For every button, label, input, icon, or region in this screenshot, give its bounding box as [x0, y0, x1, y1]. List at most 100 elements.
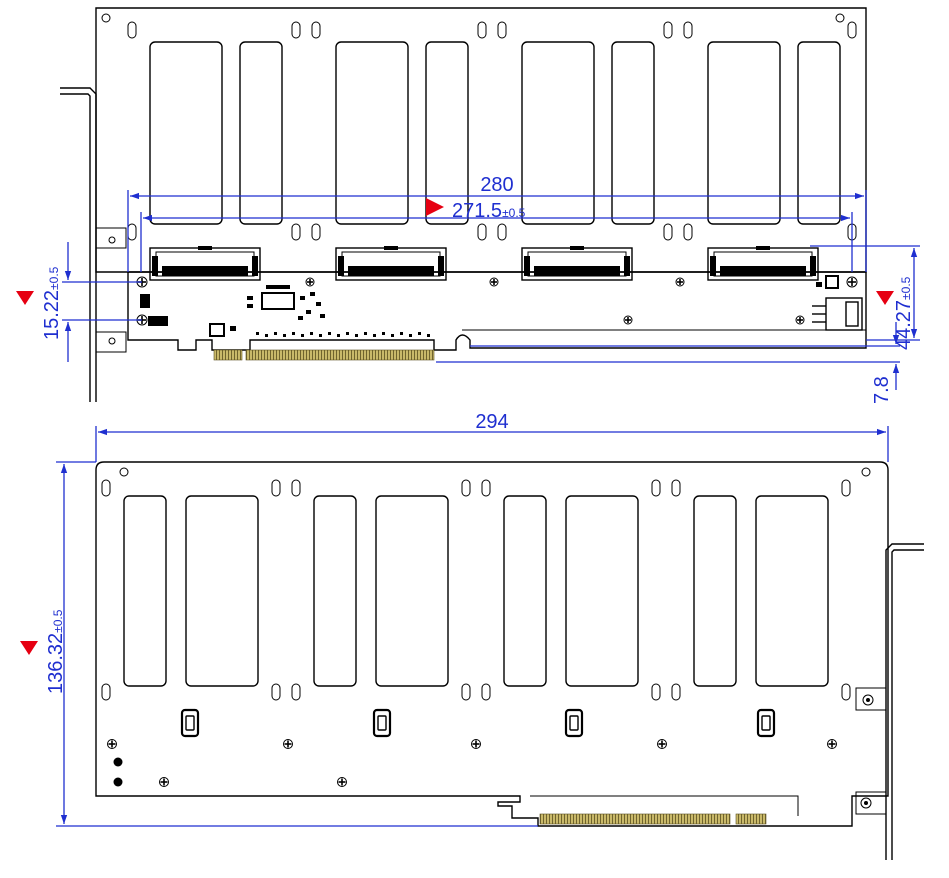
pad [409, 334, 412, 337]
top-screw [795, 315, 805, 325]
top-fin-large [521, 41, 595, 225]
m2-connector [707, 246, 819, 281]
bottom-oval-slot [291, 479, 301, 497]
bottom-fin-large [375, 495, 449, 687]
bottom-oval-slot [651, 479, 661, 497]
top-components [140, 275, 863, 337]
latch [564, 708, 584, 738]
bottom-oval-slot [481, 683, 491, 701]
top-screw [305, 277, 315, 287]
bottom-oval-slot [101, 683, 111, 701]
red-marker-left-bottom [20, 641, 38, 655]
bottom-view: 294 [20, 411, 924, 860]
top-oval-slot [291, 223, 301, 241]
svg-text:15.22±0.5: 15.22±0.5 [41, 266, 63, 340]
top-oval-slot [497, 223, 507, 241]
top-pad-row [256, 332, 430, 337]
top-oval-slot [663, 21, 673, 39]
top-oval-slot [477, 21, 487, 39]
red-marker-top-center [426, 198, 444, 216]
pad [274, 332, 277, 335]
bottom-oval-slot [461, 683, 471, 701]
pad [283, 334, 286, 337]
m2-connector [335, 246, 447, 281]
bottom-screw [107, 739, 117, 749]
bottom-fin-large [565, 495, 639, 687]
dim-280: 280 [127, 174, 867, 272]
dim-15-22-tolerance: ±0.5 [47, 266, 61, 290]
bottom-screw [827, 739, 837, 749]
dim-15-22-label: 15.22 [41, 290, 63, 340]
top-oval-slot [127, 223, 137, 241]
pad [265, 334, 268, 337]
top-heatsink-outline [95, 7, 867, 273]
dim-7-8-label: 7.8 [871, 376, 893, 404]
top-screw [846, 276, 858, 288]
bottom-oval-slot [461, 479, 471, 497]
bottom-fin-large [185, 495, 259, 687]
top-oval-slot [497, 21, 507, 39]
top-oval-slot [683, 21, 693, 39]
top-fin-large [335, 41, 409, 225]
top-oval-slot [291, 21, 301, 39]
bottom-oval-slot [271, 683, 281, 701]
bottom-gold-fingers-long [539, 813, 731, 825]
top-heatsink-fins [149, 41, 841, 225]
top-bracket [60, 87, 127, 402]
bottom-screw [657, 739, 667, 749]
red-marker-right [876, 291, 894, 305]
dim-294-label: 294 [475, 411, 508, 433]
top-oval-slot [847, 21, 857, 39]
dim-280-label: 280 [480, 174, 513, 196]
m2-connector [149, 246, 261, 281]
bottom-fin-large [755, 495, 829, 687]
top-gold-fingers-short [213, 349, 243, 361]
pad [301, 334, 304, 337]
bottom-board-outline [95, 461, 889, 827]
pad [418, 332, 421, 335]
bottom-screws [107, 739, 837, 787]
svg-text:271.5±0.5: 271.5±0.5 [452, 200, 526, 222]
pad [373, 334, 376, 337]
top-screw [489, 277, 499, 287]
pad [310, 332, 313, 335]
pad [337, 334, 340, 337]
bottom-fin-small [313, 495, 357, 687]
top-oval-slot [127, 21, 137, 39]
top-screw [623, 315, 633, 325]
svg-text:136.32±0.5: 136.32±0.5 [45, 609, 67, 694]
top-oval-slot [477, 223, 487, 241]
dim-294: 294 [95, 411, 889, 462]
dim-136-32-tolerance: ±0.5 [51, 609, 65, 633]
bottom-oval-slot [671, 683, 681, 701]
bottom-oval-slot [101, 479, 111, 497]
bottom-oval-slot [651, 683, 661, 701]
top-oval-slot [683, 223, 693, 241]
dim-271-5: 271.5±0.5 [140, 198, 853, 272]
bottom-screw [471, 739, 481, 749]
bottom-oval-slot [671, 479, 681, 497]
pad [364, 332, 367, 335]
dim-271-5-label: 271.5 [452, 200, 502, 222]
pad [382, 332, 385, 335]
dim-136-32: 136.32±0.5 [20, 461, 538, 827]
pad [292, 332, 295, 335]
bottom-oval-slots [101, 479, 851, 701]
bottom-fin-small [123, 495, 167, 687]
bottom-screw [159, 777, 169, 787]
top-screws [136, 276, 858, 326]
pad [346, 332, 349, 335]
top-oval-slot [663, 223, 673, 241]
latch [180, 708, 200, 738]
top-fin-small [611, 41, 655, 225]
top-screw [675, 277, 685, 287]
top-fin-small [797, 41, 841, 225]
top-fin-small [425, 41, 469, 225]
pad [355, 334, 358, 337]
bottom-screw [337, 777, 347, 787]
top-fin-large [707, 41, 781, 225]
top-fin-large [149, 41, 223, 225]
bottom-gold-fingers-short [735, 813, 767, 825]
